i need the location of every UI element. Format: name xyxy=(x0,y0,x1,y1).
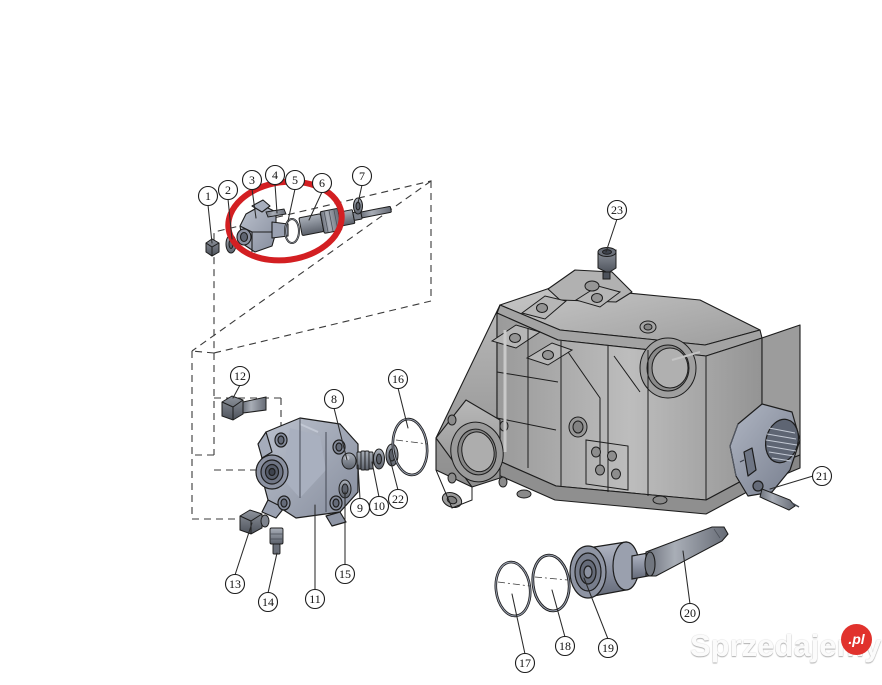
callout-circle xyxy=(264,164,286,186)
part-8-ball xyxy=(341,452,357,470)
callout-number: 21 xyxy=(816,469,828,483)
callout-circle xyxy=(387,368,409,390)
callout-circle xyxy=(304,588,326,610)
callout-number: 14 xyxy=(262,595,274,609)
callout-21: 21 xyxy=(811,465,833,487)
callout-9: 9 xyxy=(349,497,371,519)
callout-circle xyxy=(351,165,373,187)
callout-11: 11 xyxy=(304,588,326,610)
callout-number: 3 xyxy=(249,173,255,187)
callout-19: 19 xyxy=(597,637,619,659)
part-yoke-splined xyxy=(729,403,801,497)
part-22-washer xyxy=(385,443,399,467)
callout-number: 10 xyxy=(373,499,385,513)
part-21-screw xyxy=(759,488,800,511)
callout-number: 5 xyxy=(292,173,298,187)
part-16-o-ring xyxy=(391,417,429,477)
callout-circle xyxy=(387,488,409,510)
callout-circle xyxy=(334,563,356,585)
callout-8: 8 xyxy=(323,388,345,410)
part-13-plug xyxy=(239,509,270,535)
housing-surface-details xyxy=(435,280,753,509)
callout-circle xyxy=(284,169,306,191)
callout-circle xyxy=(323,388,345,410)
part-23-bushing xyxy=(597,247,617,280)
callout-number: 8 xyxy=(331,392,337,406)
callout-20: 20 xyxy=(679,602,701,624)
callout-circle xyxy=(217,179,239,201)
callout-circle xyxy=(224,573,246,595)
part-1-nut xyxy=(205,238,220,257)
callout-number: 6 xyxy=(319,176,325,190)
callout-2: 2 xyxy=(217,179,239,201)
callout-1: 1 xyxy=(197,185,219,207)
callout-16: 16 xyxy=(387,368,409,390)
callout-circle xyxy=(597,637,619,659)
callout-number: 19 xyxy=(602,641,614,655)
callout-4: 4 xyxy=(264,164,286,186)
part-3-drive-housing xyxy=(236,199,289,253)
callout-number: 9 xyxy=(357,501,363,515)
part-19-piston-bearing xyxy=(569,541,649,599)
callout-circle xyxy=(241,169,263,191)
callout-17: 17 xyxy=(514,652,536,674)
part-12-bolt xyxy=(221,395,267,421)
callout-number: 4 xyxy=(272,168,278,182)
part-7-washer xyxy=(353,197,363,215)
callout-number: 17 xyxy=(519,656,531,670)
callout-10: 10 xyxy=(368,495,390,517)
callout-number: 16 xyxy=(392,372,404,386)
callout-circle xyxy=(606,199,628,221)
part-14-fitting xyxy=(269,527,284,555)
callout-number: 22 xyxy=(392,492,404,506)
callout-18: 18 xyxy=(554,635,576,657)
callout-5: 5 xyxy=(284,169,306,191)
callout-number: 13 xyxy=(229,577,241,591)
callout-circle xyxy=(554,635,576,657)
callout-3: 3 xyxy=(241,169,263,191)
callout-7: 7 xyxy=(351,165,373,187)
callout-circle xyxy=(811,465,833,487)
callout-12: 12 xyxy=(229,365,251,387)
callout-number: 11 xyxy=(309,592,321,606)
part-11-pump-body xyxy=(255,417,359,527)
part-17-o-ring xyxy=(494,560,532,618)
callout-number: 7 xyxy=(359,169,365,183)
part-15-seal-ring xyxy=(338,479,352,499)
callout-number: 2 xyxy=(225,183,231,197)
part-10-washer xyxy=(373,448,385,470)
callout-22: 22 xyxy=(387,488,409,510)
callout-23: 23 xyxy=(606,199,628,221)
part-4-key xyxy=(265,208,287,218)
callout-number: 15 xyxy=(339,567,351,581)
callout-circle xyxy=(197,185,219,207)
callout-number: 20 xyxy=(684,606,696,620)
part-6-drive-shaft xyxy=(298,205,392,236)
callout-14: 14 xyxy=(257,591,279,613)
callout-number: 18 xyxy=(559,639,571,653)
callout-circle xyxy=(311,172,333,194)
callout-circle xyxy=(257,591,279,613)
part-9-spring xyxy=(356,450,374,471)
callout-leader-lines xyxy=(207,183,814,655)
callout-number: 1 xyxy=(205,189,211,203)
callout-number: 12 xyxy=(234,369,246,383)
part-20-shaft xyxy=(644,526,729,577)
callout-circle xyxy=(368,495,390,517)
callout-15: 15 xyxy=(334,563,356,585)
callout-circle xyxy=(514,652,536,674)
callout-number: 23 xyxy=(611,203,623,217)
part-5-snap-ring xyxy=(284,218,300,244)
callout-circle xyxy=(679,602,701,624)
callout-circle xyxy=(229,365,251,387)
callout-13: 13 xyxy=(224,573,246,595)
callout-6: 6 xyxy=(311,172,333,194)
part-18-o-ring xyxy=(531,553,571,613)
